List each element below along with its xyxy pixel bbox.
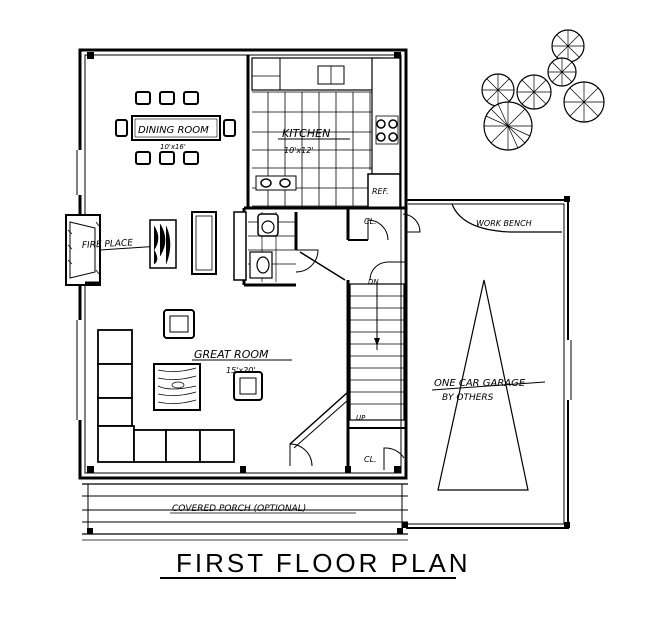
great-room: GREAT ROOM 15'x20' bbox=[85, 211, 349, 467]
tree-5 bbox=[563, 81, 605, 123]
porch-label: COVERED PORCH (OPTIONAL) bbox=[172, 504, 306, 514]
kitchen: REF. KITCHEN 10'x12' bbox=[246, 55, 401, 209]
great-room-size: 15'x20' bbox=[226, 366, 256, 375]
staircase: DN UP CL. bbox=[346, 278, 406, 470]
landscape-trees bbox=[481, 29, 605, 151]
garage-label: ONE CAR GARAGE bbox=[434, 378, 526, 389]
work-bench-label: WORK BENCH bbox=[476, 219, 532, 228]
bathroom: CL. bbox=[242, 206, 421, 287]
plan-title-block: FIRST FLOOR PLAN bbox=[160, 548, 471, 579]
garage-sublabel: BY OTHERS bbox=[442, 393, 494, 403]
dining-room-label: DINING ROOM bbox=[138, 125, 209, 136]
stair-down-label: DN bbox=[368, 278, 379, 286]
stair-up-label: UP bbox=[356, 414, 366, 422]
kitchen-label: KITCHEN bbox=[282, 127, 330, 140]
refrigerator-label: REF. bbox=[372, 187, 389, 196]
closet-top-label: CL. bbox=[364, 217, 377, 226]
garage: WORK BENCH ONE CAR GARAGE BY OTHERS bbox=[402, 196, 572, 529]
closet-bottom-label: CL. bbox=[364, 455, 377, 464]
fireplace-label: FIRE PLACE bbox=[82, 238, 134, 251]
tree-6 bbox=[483, 101, 533, 151]
great-room-label: GREAT ROOM bbox=[194, 348, 269, 361]
kitchen-size: 10'x12' bbox=[284, 146, 314, 155]
dining-room-size: 10'x16' bbox=[160, 143, 186, 151]
dining-room: DINING ROOM 10'x16' bbox=[115, 91, 236, 165]
tree-4 bbox=[516, 74, 552, 110]
tree-3 bbox=[547, 57, 577, 87]
tree-1 bbox=[551, 29, 585, 63]
tree-2 bbox=[481, 73, 515, 107]
fireplace: FIRE PLACE bbox=[65, 214, 161, 286]
covered-porch: COVERED PORCH (OPTIONAL) bbox=[82, 483, 408, 541]
plan-title: FIRST FLOOR PLAN bbox=[176, 548, 471, 578]
